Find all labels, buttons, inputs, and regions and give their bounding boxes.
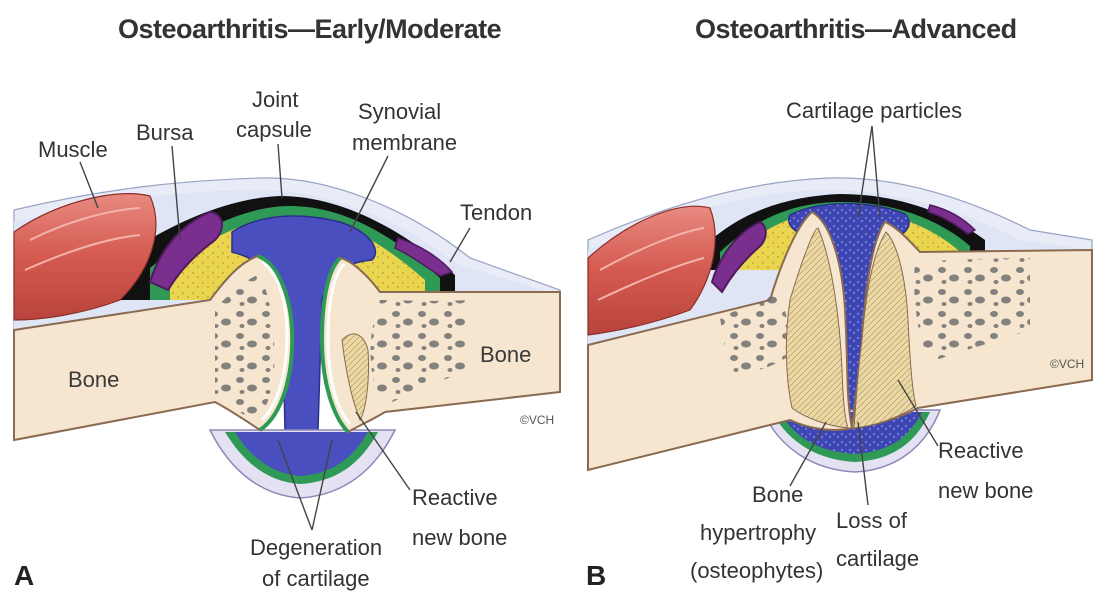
label-loss-of-cartilage-1: Loss of xyxy=(836,508,908,533)
label-joint-capsule-2: capsule xyxy=(236,117,312,142)
label-cartilage-particles: Cartilage particles xyxy=(786,98,962,123)
copyright-a: ©VCH xyxy=(520,413,554,427)
label-reactive-b-2: new bone xyxy=(938,478,1033,503)
label-bone-hypertrophy-1: Bone xyxy=(752,482,803,507)
copyright-b: ©VCH xyxy=(1050,357,1084,371)
label-joint-capsule-1: Joint xyxy=(252,87,298,112)
label-bursa: Bursa xyxy=(136,120,194,145)
bone-label-right-a: Bone xyxy=(480,342,531,367)
label-reactive-a-2: new bone xyxy=(412,525,507,550)
label-degeneration-2: of cartilage xyxy=(262,566,370,591)
label-muscle: Muscle xyxy=(38,137,108,162)
label-reactive-b-1: Reactive xyxy=(938,438,1024,463)
label-synovial-2: membrane xyxy=(352,130,457,155)
label-reactive-a-1: Reactive xyxy=(412,485,498,510)
label-tendon: Tendon xyxy=(460,200,532,225)
label-bone-hypertrophy-2: hypertrophy xyxy=(700,520,816,545)
label-degeneration-1: Degeneration xyxy=(250,535,382,560)
label-synovial-1: Synovial xyxy=(358,99,441,124)
panel-b-illustration: ©VCH xyxy=(588,178,1092,472)
bone-label-left-a: Bone xyxy=(68,367,119,392)
panel-a-illustration: Bone Bone ©VCH xyxy=(14,178,560,498)
label-loss-of-cartilage-2: cartilage xyxy=(836,546,919,571)
label-bone-hypertrophy-3: (osteophytes) xyxy=(690,558,823,583)
